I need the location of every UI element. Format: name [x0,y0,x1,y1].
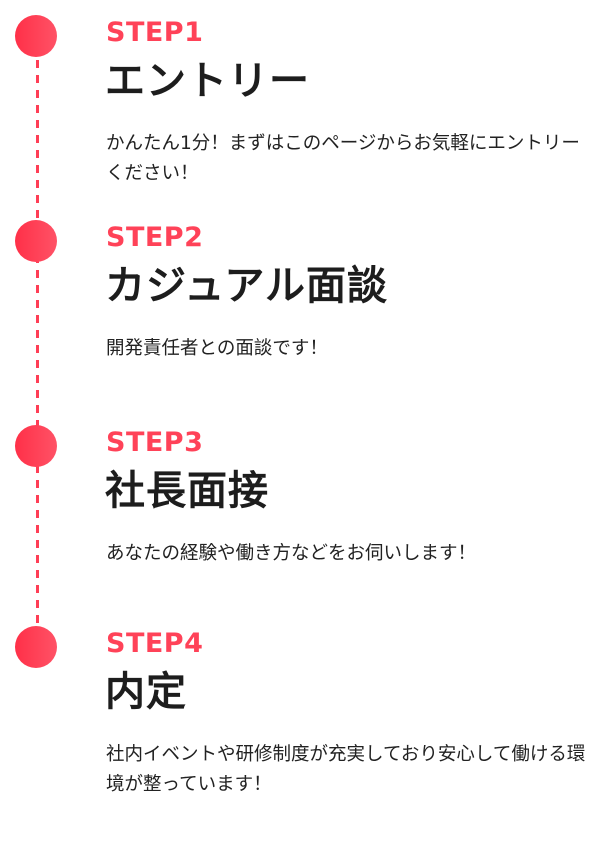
step-label: STEP4 [106,628,204,659]
step-label: STEP3 [106,427,204,458]
step-title: 社長面接 [105,468,269,514]
step-description: 社内イベントや研修制度が充実しており安心して働ける環境が整っています！ [106,744,586,795]
step-description: かんたん1分！まずはこのページからお気軽にエントリーください！ [106,133,580,184]
step-dot-icon [15,425,57,467]
step-title: エントリー [105,58,310,104]
step-description: あなたの経験や働き方などをお伺いします！ [106,543,477,564]
step-title: 内定 [105,669,187,715]
step-description: 開発責任者との面談です！ [106,338,328,359]
step-label: STEP2 [106,222,204,253]
step-dot-icon [15,626,57,668]
step-dot-icon [15,220,57,262]
step-title: カジュアル面談 [105,263,388,309]
step-dot-icon [15,15,57,57]
step-label: STEP1 [106,17,204,48]
timeline-dashed-line [36,60,39,630]
